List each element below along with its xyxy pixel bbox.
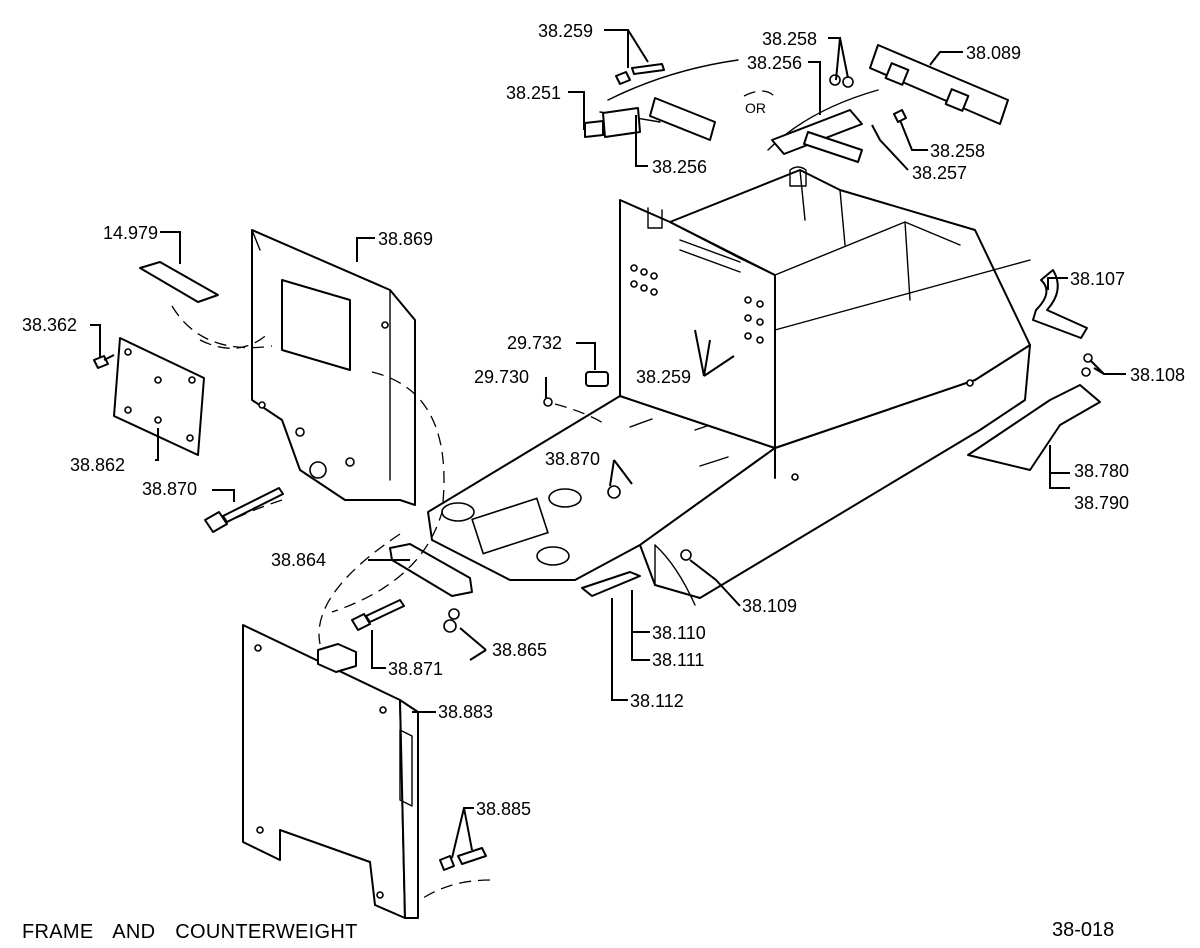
top-brackets <box>584 44 1009 163</box>
callout-label: 38.780 <box>1074 461 1130 481</box>
callout-label: 38.362 <box>22 315 78 335</box>
callout-label: 38.864 <box>271 550 327 570</box>
callout-label: 38.256 <box>747 53 803 73</box>
callout-label: 38.862 <box>70 455 126 475</box>
callout-label: 38.870 <box>545 449 601 469</box>
counterweight-cover <box>251 229 416 506</box>
callout-label: 38.865 <box>492 640 548 660</box>
callout-label: 38.108 <box>1130 365 1186 385</box>
callout-label: 38.258 <box>762 29 818 49</box>
cushion-pad <box>139 261 219 303</box>
callout-label: 38.112 <box>630 691 684 711</box>
leader-lines <box>90 29 1126 859</box>
lower-counterweight <box>242 624 419 919</box>
callout-label: 29.732 <box>507 333 563 353</box>
callout-label: 38.107 <box>1070 269 1126 289</box>
callout-label: 38.871 <box>388 659 444 679</box>
phantom-lines <box>171 90 775 901</box>
callout-label: 14.979 <box>103 223 159 243</box>
callout-label: 38.256 <box>652 157 708 177</box>
plate-38110 <box>581 571 641 597</box>
callout-label: 38.258 <box>930 141 986 161</box>
callout-label: 29.730 <box>474 367 530 387</box>
bolt-38885 <box>439 847 487 871</box>
callout-label: 38.257 <box>912 163 968 183</box>
sheet-number: 38-018 <box>1052 919 1115 941</box>
right-panels <box>967 269 1101 471</box>
callout-label: 38.883 <box>438 702 494 722</box>
long-bolt <box>204 487 284 533</box>
callout-label: 38.109 <box>742 596 798 616</box>
callout-label: 38.259 <box>538 21 594 41</box>
callout-label: 38.251 <box>506 83 562 103</box>
callout-label: 38.111 <box>652 650 705 670</box>
drawing-title: FRAME AND COUNTERWEIGHT <box>22 921 358 943</box>
callout-label: 38.089 <box>966 43 1022 63</box>
callout-label: 38.885 <box>476 799 532 819</box>
callout-label: 38.110 <box>652 623 706 643</box>
callout-label: 38.869 <box>378 229 434 249</box>
callout-label: 38.790 <box>1074 493 1130 513</box>
bolt-38871 <box>351 599 405 631</box>
callout-label: 38.870 <box>142 479 198 499</box>
mounting-plate <box>113 337 205 456</box>
bolt-38362 <box>93 354 115 369</box>
alternative-or-marker: OR <box>745 100 766 116</box>
callout-label: 38.259 <box>636 367 692 387</box>
